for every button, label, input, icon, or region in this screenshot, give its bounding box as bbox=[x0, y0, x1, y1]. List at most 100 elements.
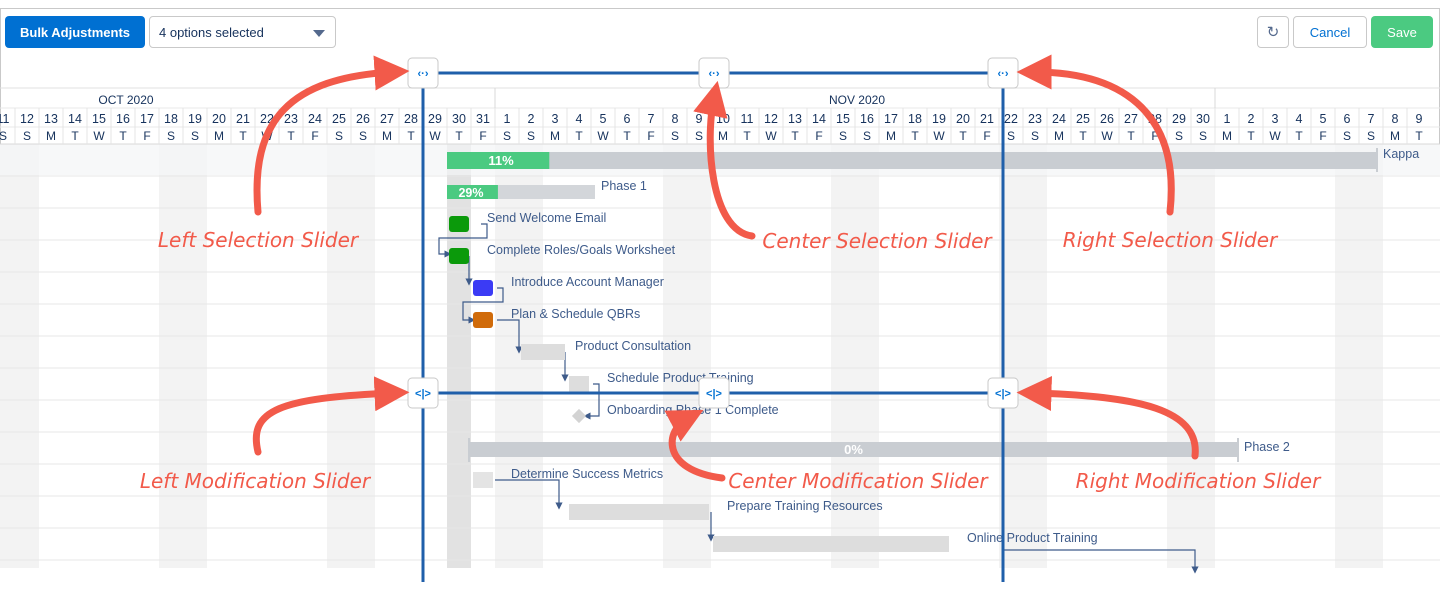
day-label: 18 bbox=[164, 112, 178, 126]
task-label: Product Consultation bbox=[575, 339, 691, 353]
left-modification-slider[interactable]: <|> bbox=[407, 377, 439, 409]
weekday-label: T bbox=[743, 129, 751, 143]
weekday-label: F bbox=[647, 129, 654, 143]
day-label: 5 bbox=[600, 112, 607, 126]
day-label: 26 bbox=[356, 112, 370, 126]
milestone-diamond[interactable] bbox=[571, 408, 587, 424]
weekday-label: S bbox=[1199, 129, 1207, 143]
center-selection-slider[interactable]: ‹·› bbox=[698, 57, 730, 89]
summary-bar[interactable] bbox=[447, 152, 1377, 169]
weekday-label: M bbox=[46, 129, 56, 143]
dependency-connector bbox=[583, 383, 600, 420]
callout-arrow bbox=[664, 409, 726, 482]
phase-bar[interactable] bbox=[469, 442, 1238, 457]
task-bar[interactable] bbox=[473, 312, 493, 328]
arrows-icon: <|> bbox=[415, 388, 431, 400]
weekday-label: T bbox=[1247, 129, 1255, 143]
weekday-label: T bbox=[407, 129, 415, 143]
dependency-connector bbox=[462, 287, 504, 324]
weekday-label: M bbox=[550, 129, 560, 143]
task-label-phase-2: Phase 2 bbox=[1244, 440, 1290, 454]
weekday-label: T bbox=[1127, 129, 1135, 143]
task-bar[interactable] bbox=[473, 280, 493, 296]
day-label: 23 bbox=[1028, 112, 1042, 126]
weekend-stripe bbox=[495, 144, 519, 568]
weekday-label: S bbox=[671, 129, 679, 143]
left-selection-slider[interactable]: ‹·› bbox=[407, 57, 439, 89]
task-label: Send Welcome Email bbox=[487, 211, 606, 225]
weekend-stripe bbox=[831, 144, 855, 568]
day-label: 16 bbox=[116, 112, 130, 126]
day-label: 3 bbox=[1272, 112, 1279, 126]
arrows-icon: <|> bbox=[995, 388, 1011, 400]
weekday-label: W bbox=[429, 129, 441, 143]
weekday-label: S bbox=[359, 129, 367, 143]
weekday-label: M bbox=[718, 129, 728, 143]
weekend-stripe bbox=[1191, 144, 1215, 568]
bulk-adjustments-button[interactable]: Bulk Adjustments bbox=[5, 16, 145, 48]
weekday-label: M bbox=[1054, 129, 1064, 143]
task-label: Plan & Schedule QBRs bbox=[511, 307, 640, 321]
weekday-label: F bbox=[143, 129, 150, 143]
weekday-label: S bbox=[0, 129, 7, 143]
weekend-stripe bbox=[327, 144, 351, 568]
day-label: 13 bbox=[788, 112, 802, 126]
weekday-label: W bbox=[597, 129, 609, 143]
dependency-connector bbox=[438, 223, 488, 258]
task-bar[interactable] bbox=[569, 376, 589, 392]
day-label: 7 bbox=[1368, 112, 1375, 126]
task-label-milestone: Onboarding Phase 1 Complete bbox=[607, 403, 779, 417]
options-select-value: 4 options selected bbox=[159, 24, 264, 40]
day-label: 30 bbox=[1196, 112, 1210, 126]
weekend-stripe bbox=[687, 144, 711, 568]
summary-progress-label: 11% bbox=[488, 153, 514, 168]
right-modification-slider[interactable]: <|> bbox=[987, 377, 1019, 409]
weekday-label: T bbox=[71, 129, 79, 143]
center-modification-slider-box[interactable] bbox=[698, 377, 730, 409]
cancel-button[interactable]: Cancel bbox=[1293, 16, 1367, 48]
weekend-stripe bbox=[663, 144, 687, 568]
day-label: 11 bbox=[0, 112, 10, 126]
weekend-stripe bbox=[15, 144, 39, 568]
weekday-label: T bbox=[1415, 129, 1423, 143]
refresh-button[interactable]: ↻ bbox=[1257, 16, 1289, 48]
weekday-label: M bbox=[214, 129, 224, 143]
callout-arrow bbox=[252, 376, 410, 456]
arrows-icon: <|> bbox=[706, 388, 722, 400]
day-label: 15 bbox=[92, 112, 106, 126]
right-selection-callout: Right Selection Slider bbox=[1063, 228, 1279, 252]
weekday-label: M bbox=[1390, 129, 1400, 143]
weekday-label: S bbox=[527, 129, 535, 143]
options-select[interactable]: 4 options selected bbox=[149, 16, 336, 48]
day-label: 14 bbox=[812, 112, 826, 126]
arrows-icon: ‹·› bbox=[998, 68, 1009, 80]
task-bar[interactable] bbox=[473, 472, 493, 488]
task-bar[interactable] bbox=[713, 536, 949, 552]
today-column bbox=[447, 144, 471, 568]
dependency-connector bbox=[1003, 549, 1199, 574]
weekday-label: T bbox=[119, 129, 127, 143]
task-bar[interactable] bbox=[449, 248, 469, 264]
day-label: 25 bbox=[1076, 112, 1090, 126]
right-selection-slider[interactable]: ‹·› bbox=[987, 57, 1019, 89]
save-button[interactable]: Save bbox=[1371, 16, 1433, 48]
center-modification-slider[interactable]: <|> bbox=[698, 377, 730, 409]
day-label: 18 bbox=[908, 112, 922, 126]
toolbar: Bulk Adjustments 4 options selected ↻ Ca… bbox=[1, 9, 1439, 57]
weekday-label: F bbox=[1151, 129, 1158, 143]
weekday-label: S bbox=[1031, 129, 1039, 143]
callout-arrow bbox=[693, 80, 756, 240]
task-bar[interactable] bbox=[449, 216, 469, 232]
day-label: 27 bbox=[380, 112, 394, 126]
task-bar[interactable] bbox=[521, 344, 565, 360]
task-label: Online Product Training bbox=[967, 531, 1098, 545]
callout-arrow bbox=[1016, 54, 1175, 216]
day-label: 25 bbox=[332, 112, 346, 126]
weekday-label: W bbox=[93, 129, 105, 143]
task-bar[interactable] bbox=[569, 504, 709, 520]
weekend-stripe bbox=[183, 144, 207, 568]
weekend-stripe bbox=[0, 144, 15, 568]
weekday-label: W bbox=[765, 129, 777, 143]
day-label: 5 bbox=[1320, 112, 1327, 126]
weekday-label: S bbox=[863, 129, 871, 143]
